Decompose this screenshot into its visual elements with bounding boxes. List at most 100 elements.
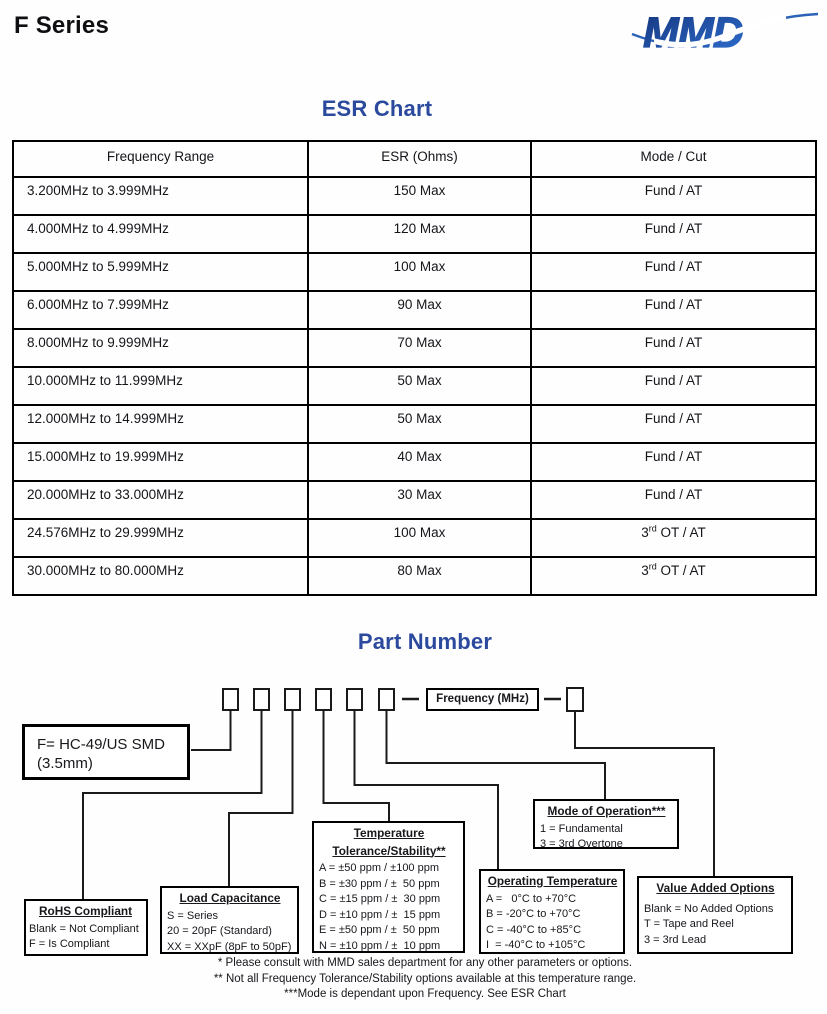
value-added-options-box: Value Added Options Blank = No Added Opt… [637,876,793,954]
series-line-1: F= HC-49/US SMD [37,736,165,753]
cell-mode-cut: Fund / AT [530,480,817,520]
pn-digit-box-7 [566,687,584,712]
temp-tol-option: A = ±50 ppm / ±100 ppm [319,862,440,874]
temp-tol-title-2: Tolerance/Stability** [332,843,446,858]
mode-of-operation-box: Mode of Operation*** 1 = Fundamental 3 =… [533,799,679,850]
cell-frequency-range: 15.000MHz to 19.999MHz [12,442,309,482]
cell-frequency-range: 3.200MHz to 3.999MHz [12,176,309,216]
value-added-option: Blank = No Added Options [644,902,774,915]
cell-frequency-range: 20.000MHz to 33.000MHz [12,480,309,520]
op-temp-title: Operating Temperature [487,874,618,888]
load-cap-option: XX = XXpF (8pF to 50pF) [167,940,292,953]
series-code-box: F= HC-49/US SMD (3.5mm) [22,724,190,780]
cell-mode-cut: Fund / AT [530,328,817,368]
logo-swoosh-cut [654,14,786,48]
col-header-mode-cut: Mode / Cut [530,140,817,178]
cell-frequency-range: 5.000MHz to 5.999MHz [12,252,309,292]
temperature-tolerance-box: Temperature Tolerance/Stability** A = ±5… [312,821,465,953]
cell-mode-cut: Fund / AT [530,442,817,482]
mode-title: Mode of Operation*** [547,804,666,818]
op-temp-option: B = -20°C to +70°C [486,908,581,920]
series-line-2: (3.5mm) [37,755,93,772]
cell-frequency-range: 12.000MHz to 14.999MHz [12,404,309,444]
frequency-label-box: Frequency (MHz) [426,688,539,711]
cell-esr: 150 Max [307,176,532,216]
cell-mode-cut: Fund / AT [530,290,817,330]
cell-mode-cut: 3rd OT / AT [530,518,817,558]
cell-mode-cut: Fund / AT [530,366,817,406]
cell-esr: 40 Max [307,442,532,482]
pn-digit-box-5 [346,688,363,711]
cell-esr: 50 Max [307,366,532,406]
table-row: 12.000MHz to 14.999MHz 50 Max Fund / AT [12,404,817,444]
connector-load-cap [228,710,294,886]
temp-tol-title-1: Temperature [353,826,425,840]
cell-esr: 100 Max [307,252,532,292]
cell-mode-cut: Fund / AT [530,252,817,292]
table-row: 4.000MHz to 4.999MHz 120 Max Fund / AT [12,214,817,254]
value-added-option: 3 = 3rd Lead [644,933,707,946]
page-title: F Series [14,12,109,39]
esr-chart-heading: ESR Chart [321,96,433,121]
esr-table: Frequency Range ESR (Ohms) Mode / Cut 3.… [12,140,817,596]
cell-frequency-range: 10.000MHz to 11.999MHz [12,366,309,406]
cell-esr: 90 Max [307,290,532,330]
footnote-2: ** Not all Frequency Tolerance/Stability… [213,972,637,985]
table-row: 5.000MHz to 5.999MHz 100 Max Fund / AT [12,252,817,292]
op-temp-option: C = -40°C to +85°C [486,923,582,936]
cell-esr: 30 Max [307,480,532,520]
cell-esr: 50 Max [307,404,532,444]
pn-digit-box-4 [315,688,332,711]
mmd-logo: MMD [631,8,819,58]
cell-frequency-range: 4.000MHz to 4.999MHz [12,214,309,254]
pn-digit-box-1 [222,688,239,711]
cell-mode-cut: 3rd OT / AT [530,556,817,596]
table-row: 10.000MHz to 11.999MHz 50 Max Fund / AT [12,366,817,406]
table-row: 30.000MHz to 80.000MHz 80 Max 3rd OT / A… [12,556,817,596]
logo-text: MMD [643,9,743,57]
cell-frequency-range: 6.000MHz to 7.999MHz [12,290,309,330]
rohs-compliant-box: RoHS Compliant Blank = Not Compliant F =… [24,899,148,956]
temp-tol-option: N = ±10 ppm / ± 10 ppm [319,939,441,952]
cell-mode-cut: Fund / AT [530,176,817,216]
mode-option: 1 = Fundamental [540,822,623,835]
connector-temp-tol [322,710,390,821]
load-cap-option: 20 = 20pF (Standard) [167,925,272,937]
cell-esr: 70 Max [307,328,532,368]
cell-mode-cut: Fund / AT [530,404,817,444]
table-row: 24.576MHz to 29.999MHz 100 Max 3rd OT / … [12,518,817,558]
mode-option: 3 = 3rd Overtone [540,838,623,850]
esr-table-header-row: Frequency Range ESR (Ohms) Mode / Cut [12,140,817,178]
temp-tol-option: C = ±15 ppm / ± 30 ppm [319,893,441,905]
connector-series [191,710,232,751]
value-added-option: T = Tape and Reel [644,918,734,930]
cell-frequency-range: 24.576MHz to 29.999MHz [12,518,309,558]
col-header-frequency-range: Frequency Range [12,140,309,178]
footnote-3: ***Mode is dependant upon Frequency. See… [284,988,566,1000]
op-temp-option: I = -40°C to +105°C [486,939,586,951]
table-row: 3.200MHz to 3.999MHz 150 Max Fund / AT [12,176,817,216]
cell-mode-cut: Fund / AT [530,214,817,254]
cell-esr: 80 Max [307,556,532,596]
pn-digit-box-2 [253,688,270,711]
table-row: 8.000MHz to 9.999MHz 70 Max Fund / AT [12,328,817,368]
table-row: 15.000MHz to 19.999MHz 40 Max Fund / AT [12,442,817,482]
op-temp-option: A = 0°C to +70°C [486,892,577,905]
part-number-heading: Part Number [357,629,493,654]
load-cap-title: Load Capacitance [179,891,281,905]
footnote-1: * Please consult with MMD sales departme… [217,957,633,969]
cell-frequency-range: 30.000MHz to 80.000MHz [12,556,309,596]
col-header-esr-ohms: ESR (Ohms) [307,140,532,178]
cell-esr: 100 Max [307,518,532,558]
pn-digit-box-3 [284,688,301,711]
connector-mode [385,710,606,799]
pn-digit-box-6 [378,688,395,711]
rohs-option: F = Is Compliant [29,938,110,950]
cell-esr: 120 Max [307,214,532,254]
table-row: 6.000MHz to 7.999MHz 90 Max Fund / AT [12,290,817,330]
footnotes: * Please consult with MMD sales departme… [10,956,827,1003]
table-row: 20.000MHz to 33.000MHz 30 Max Fund / AT [12,480,817,520]
temp-tol-option: B = ±30 ppm / ± 50 ppm [319,877,440,890]
value-added-title: Value Added Options [656,881,775,895]
